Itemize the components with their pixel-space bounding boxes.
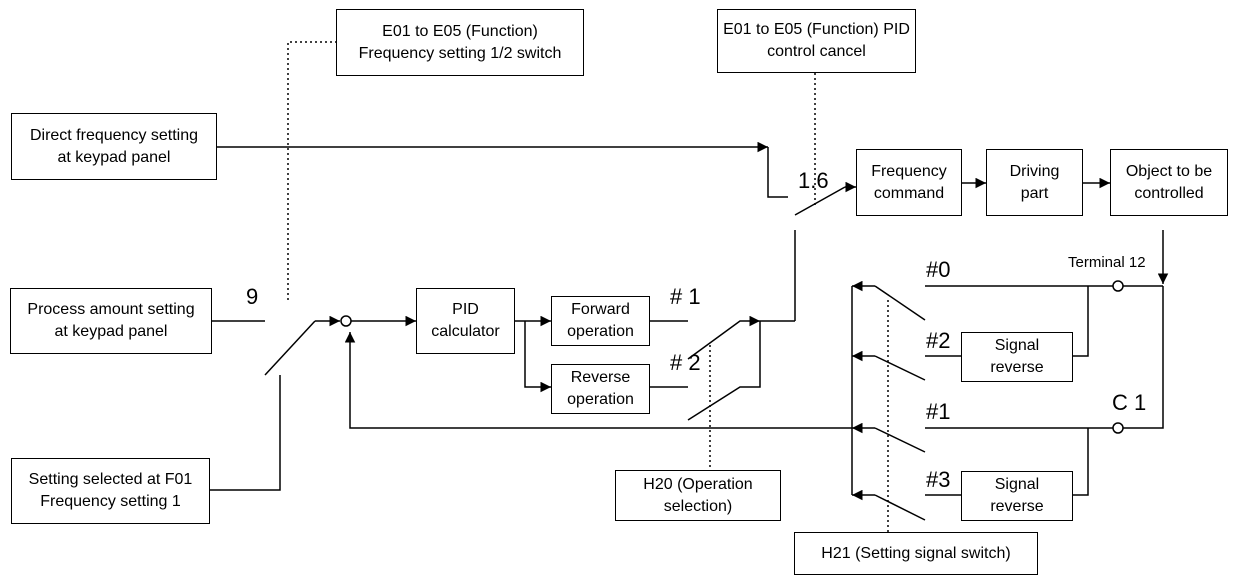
- feedback-return: [344, 332, 852, 429]
- label-h2: #2: [926, 328, 951, 353]
- h21-blade-0: [874, 285, 926, 321]
- label-c1: C 1: [1112, 390, 1147, 415]
- pid-branch-down: [524, 321, 551, 393]
- switch-1-6-blade: [794, 186, 846, 216]
- h21-blade-2: [874, 355, 926, 381]
- e01-freq-switch-box: E01 to E05 (Function) Frequency setting …: [336, 9, 584, 76]
- h21-box: H21 (Setting signal switch): [794, 532, 1038, 575]
- label-sharp2-reverse: # 2: [670, 350, 701, 375]
- reverse-operation-box: Reverse operation: [551, 364, 650, 414]
- forward-operation-box: Forward operation: [551, 296, 650, 346]
- op-switch-blade-2: [687, 321, 761, 421]
- summing-junction: [340, 315, 352, 327]
- label-sharp1-forward: # 1: [670, 284, 701, 309]
- switch-9-blade: [264, 320, 316, 376]
- terminal12-down: [1123, 286, 1164, 429]
- frequency-command-box: Frequency command: [856, 149, 962, 216]
- switch-1-6-contact-top: [767, 147, 788, 198]
- c1-node: [1112, 422, 1124, 434]
- direct-freq-box: Direct frequency setting at keypad panel: [11, 113, 217, 180]
- label-terminal-12: Terminal 12: [1068, 254, 1146, 271]
- label-h0: #0: [926, 257, 951, 282]
- t12-to-sigrev1: [1073, 286, 1089, 357]
- h20-box: H20 (Operation selection): [615, 470, 781, 521]
- setting-f01-box: Setting selected at F01 Frequency settin…: [11, 458, 210, 524]
- label-1-6: 1.6: [798, 168, 829, 193]
- object-box: Object to be controlled: [1110, 149, 1228, 216]
- op-switch-blade-1: [687, 315, 760, 360]
- c1-to-sigrev2: [1073, 428, 1089, 496]
- e01-pid-cancel-box: E01 to E05 (Function) PID control cancel: [717, 9, 916, 73]
- pid-calculator-box: PID calculator: [416, 288, 515, 354]
- label-h1: #1: [926, 399, 951, 424]
- label-h3: #3: [926, 467, 951, 492]
- label-9: 9: [246, 284, 259, 309]
- h21-blade-1: [874, 427, 926, 453]
- dotted-line-freq-switch: [287, 41, 336, 300]
- driving-part-box: Driving part: [986, 149, 1083, 216]
- terminal12-node: [1112, 280, 1124, 292]
- signal-reverse-box-2: Signal reverse: [961, 471, 1073, 521]
- process-amount-box: Process amount setting at keypad panel: [10, 288, 212, 354]
- signal-reverse-box-1: Signal reverse: [961, 332, 1073, 382]
- f01-line: [210, 375, 281, 491]
- h21-blade-3: [874, 494, 926, 521]
